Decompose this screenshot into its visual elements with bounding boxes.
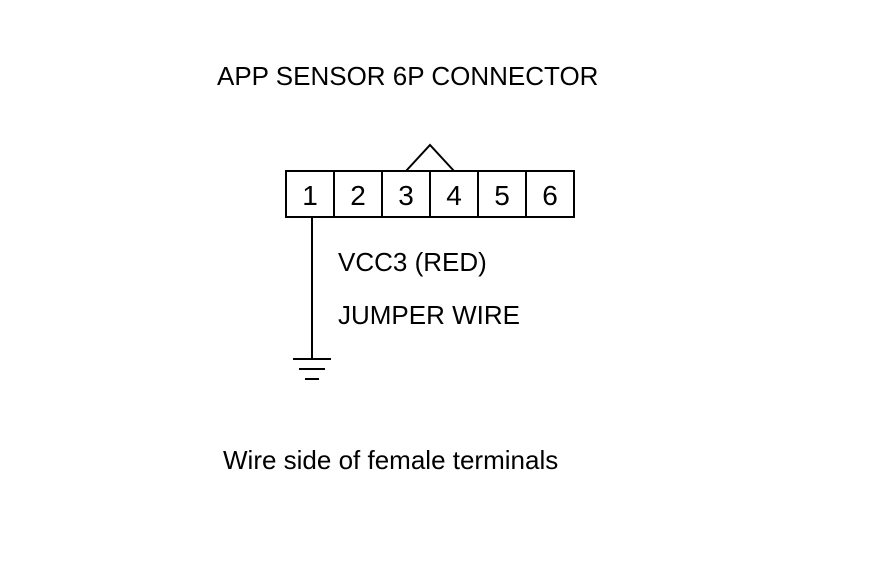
wire-label: VCC3 (RED) bbox=[338, 247, 487, 277]
pin-label: 6 bbox=[542, 180, 558, 211]
pin-label: 4 bbox=[446, 180, 462, 211]
footer-note: Wire side of female terminals bbox=[223, 445, 559, 475]
pin-label: 3 bbox=[398, 180, 414, 211]
pin-label: 5 bbox=[494, 180, 510, 211]
jumper-label: JUMPER WIRE bbox=[338, 300, 520, 330]
pin-label: 1 bbox=[302, 180, 318, 211]
jumper-wire bbox=[405, 143, 455, 172]
pin-label: 2 bbox=[350, 180, 366, 211]
diagram-title: APP SENSOR 6P CONNECTOR bbox=[217, 61, 599, 91]
